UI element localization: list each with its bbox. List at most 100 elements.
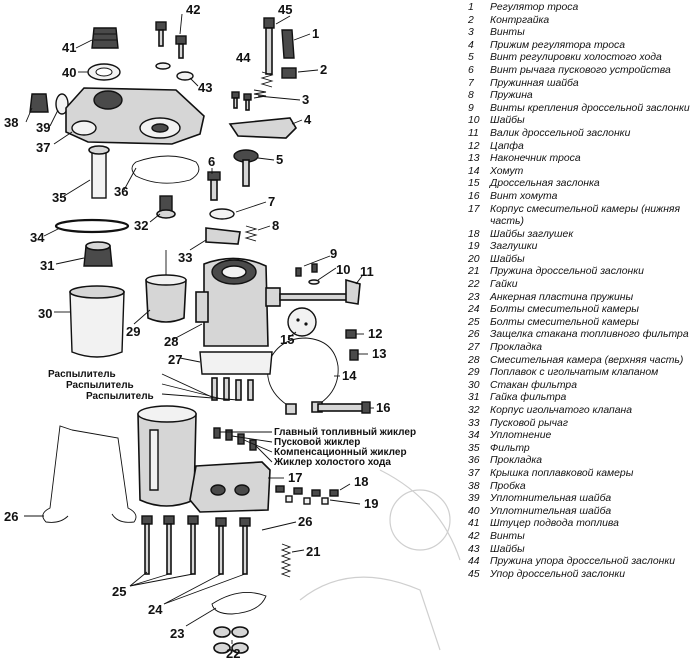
legend-text: Винты	[490, 27, 525, 39]
legend-number: 32	[468, 405, 480, 416]
legend-number: 5	[468, 52, 474, 64]
callout-24: 24	[148, 602, 163, 617]
legend-text: Смесительная камера (верхняя часть)	[490, 354, 684, 366]
callout-39: 39	[36, 120, 50, 135]
part-35-filter	[88, 145, 110, 199]
callout-31: 31	[40, 258, 54, 273]
part-11-throttle-shaft	[279, 278, 361, 305]
legend-number: 35	[468, 442, 480, 454]
legend-item: 28 Смесительная камера (верхняя часть)	[466, 355, 698, 368]
part-10-washers	[308, 279, 320, 285]
legend-text: Болты смесительной камеры	[490, 316, 639, 328]
label-sprayer-3: Распылитель	[86, 391, 154, 402]
legend-text: Пружинная шайба	[490, 77, 579, 89]
callout-27: 27	[168, 352, 182, 367]
legend-number: 9	[468, 102, 474, 114]
legend-text: Дроссельная заслонка	[490, 178, 600, 190]
legend-text: Корпус игольчатого клапана	[490, 405, 632, 416]
callout-35: 35	[52, 190, 66, 205]
part-16-clamp-screw	[317, 401, 371, 414]
label-compensation-jet: Компенсационный жиклер	[274, 447, 407, 458]
part-45-throttle-stop	[263, 17, 275, 75]
part-33-start-lever	[205, 227, 241, 245]
legend-text: Наконечник троса	[490, 153, 581, 165]
legend-item: 8 Пружина	[466, 90, 698, 103]
legend-number: 15	[468, 178, 480, 190]
legend-item: 29 Поплавок с игольчатым клапаном	[466, 367, 698, 380]
part-37-float-chamber-cover	[65, 87, 205, 145]
jet-labels: Распылитель Распылитель Распылитель Глав…	[48, 369, 416, 468]
callout-10: 10	[336, 262, 350, 277]
callout-26-left: 26	[4, 509, 18, 524]
legend-text: Упор дроссельной заслонки	[490, 568, 626, 580]
legend-text: Штуцер подвода топлива	[490, 518, 619, 530]
legend-item: 3 Винты	[466, 27, 698, 40]
legend-item: 35 Фильтр	[466, 443, 698, 456]
part-31-filter-nut	[83, 241, 113, 267]
legend-text: Пружина дроссельной заслонки	[490, 266, 644, 278]
legend-text: Фильтр	[490, 442, 530, 454]
legend-text: Гайка фильтра	[490, 392, 567, 404]
legend-text: Шайбы	[490, 543, 525, 555]
legend-number: 3	[468, 27, 474, 39]
legend-item: 32 Корпус игольчатого клапана	[466, 405, 698, 418]
legend-number: 38	[468, 480, 480, 492]
legend-number: 33	[468, 417, 480, 429]
part-34-seal-ring	[54, 218, 130, 234]
legend-number: 29	[468, 367, 480, 379]
legend-text: Винт хомута	[490, 190, 558, 202]
part-18-plug-washers	[275, 485, 339, 497]
callout-23: 23	[170, 626, 184, 641]
legend-number: 44	[468, 556, 480, 568]
legend-text: Прокладка	[490, 342, 543, 354]
legend-text: Поплавок с игольчатым клапаном	[490, 367, 659, 379]
legend-number: 16	[468, 190, 480, 202]
part-32-needle-valve-body	[156, 195, 176, 219]
legend-number: 28	[468, 354, 480, 366]
callout-26-right: 26	[298, 514, 312, 529]
part-26-filter-bowl-latch	[42, 425, 137, 523]
part-7-spring-washer	[209, 208, 235, 220]
callout-6: 6	[208, 154, 215, 169]
legend-text: Корпус смесительной камеры (нижняя часть…	[490, 203, 681, 228]
part-39-sealing-washer	[55, 93, 69, 115]
legend-text: Пружина	[490, 90, 533, 102]
legend-number: 43	[468, 543, 480, 555]
legend-number: 18	[468, 228, 480, 240]
legend-text: Пусковой рычаг	[490, 417, 568, 429]
callout-32: 32	[134, 218, 148, 233]
part-43-washers	[155, 62, 194, 81]
callout-29: 29	[126, 324, 140, 339]
legend-text: Винты крепления дроссельной заслонки	[490, 102, 690, 114]
callout-12: 12	[368, 326, 382, 341]
callout-28: 28	[164, 334, 178, 349]
callout-43: 43	[198, 80, 212, 95]
part-12-pivot	[345, 329, 357, 339]
legend-number: 41	[468, 518, 480, 530]
legend-number: 8	[468, 90, 474, 102]
callout-37: 37	[36, 140, 50, 155]
callout-34: 34	[30, 230, 45, 245]
callout-36: 36	[114, 184, 128, 199]
legend-item: 16 Винт хомута	[466, 191, 698, 204]
part-14-clamp	[267, 337, 339, 415]
legend-number: 24	[468, 304, 480, 316]
callout-numbers: 41 40 38 39 37 42 43 45 1 44 2 3 4 5 6 7…	[4, 2, 390, 660]
callout-25: 25	[112, 584, 126, 599]
callout-45: 45	[278, 2, 292, 17]
part-23-spring-anchor-plate	[211, 591, 267, 615]
